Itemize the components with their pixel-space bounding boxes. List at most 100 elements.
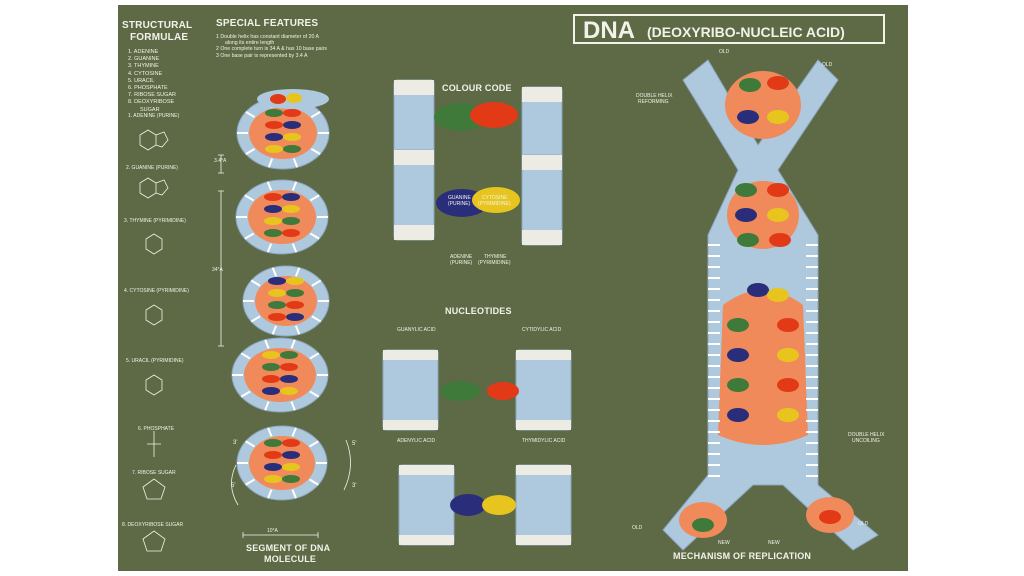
replication-top-core [725, 71, 801, 139]
helix-base-left [264, 217, 282, 225]
helix-base-left [264, 193, 282, 201]
segment-label-1: SEGMENT OF DNA [246, 543, 331, 553]
special-item: 3 One base pair is represented by 3.4 A [216, 52, 308, 59]
colour-code-models [393, 79, 563, 246]
helix-core [249, 436, 315, 490]
replication-base [727, 318, 749, 332]
structural-item: 4. CYTOSINE [128, 70, 163, 77]
replication-base [777, 348, 799, 362]
replication-mid-core [727, 181, 799, 249]
formula-label-deoxyribose: 8. DEOXYRIBOSE SUGAR [122, 522, 184, 528]
rep-new-left: NEW [718, 540, 730, 546]
helix-core [244, 348, 316, 402]
helix-tick [271, 325, 278, 335]
helix-tick [264, 339, 270, 349]
replication-base [735, 208, 757, 222]
helix-tick [294, 325, 301, 335]
rep-old-bottom-left: OLD [632, 525, 643, 531]
helix-tick [245, 478, 256, 486]
cytosine-ring [145, 304, 163, 326]
formula-label-cytosine: 4. CYTOSINE (PYRIMIDINE) [124, 288, 189, 294]
replication-base [777, 378, 799, 392]
nucleotide-block-cap [399, 465, 454, 475]
replication-base [727, 408, 749, 422]
helix-base-left [268, 301, 286, 309]
helix-tick [310, 110, 321, 118]
nucleotide-guanine [440, 381, 480, 401]
helix-base-left [265, 109, 283, 117]
helix-base-left [268, 313, 286, 321]
nucleotide-models [382, 349, 572, 546]
helix-tick [245, 148, 256, 156]
structural-heading-1: STRUCTURAL [122, 20, 193, 31]
title-full: (DEOXYRIBO-NUCLEIC ACID) [647, 24, 845, 40]
helix-base-right [282, 229, 300, 237]
helix-base-left [264, 439, 282, 447]
nucleotide-sugar-block [515, 464, 572, 546]
helix-tick [291, 243, 298, 253]
helix-tick [240, 352, 251, 360]
replication-base [767, 183, 789, 197]
structural-heading-2: FORMULAE [130, 32, 189, 43]
replication-base [767, 110, 789, 124]
helix-base-right [282, 205, 300, 213]
helix-tick [264, 401, 270, 411]
replication-base [727, 348, 749, 362]
helix-tick [240, 390, 251, 398]
rep-old-bottom-right: OLD [858, 521, 869, 527]
helix-base-right [286, 277, 304, 285]
thymine-ring [145, 233, 163, 255]
helix-base-right [286, 313, 304, 321]
colour-label-adenine: ADENINE [450, 254, 473, 260]
special-item: 2 One complete turn is 34 A & has 10 bas… [216, 46, 328, 53]
nucleotide-adenine [450, 494, 486, 516]
helix-tick [294, 267, 301, 277]
helix-tick [309, 232, 320, 240]
nucleotide-block-cap [399, 535, 454, 545]
dna-segment-model [231, 89, 330, 501]
helix-core [255, 276, 317, 326]
colour-label-thymine: THYMINE [484, 254, 507, 260]
helix-tick [244, 232, 255, 240]
replication-base [737, 110, 759, 124]
replication-fork-model [662, 59, 879, 551]
helix-tick [267, 427, 273, 437]
helix-tick [250, 315, 261, 323]
nucleotide-block-cap [516, 420, 571, 430]
nucleotide-block-cap [383, 350, 438, 360]
helix-tick [309, 390, 320, 398]
replication-base [739, 78, 761, 92]
helix-base-left [262, 387, 280, 395]
rep-old-top-right: OLD [822, 62, 833, 68]
rep-old-top-left: OLD [719, 49, 730, 55]
nucleotide-sugar-block [515, 349, 572, 431]
formula-label-thymine: 3. THYMINE (PYRIMIDINE) [124, 218, 186, 224]
helix-base-right [282, 475, 300, 483]
helix-base-left [262, 351, 280, 359]
dim-3-4-line [218, 154, 224, 174]
nucleotide-block-cap [383, 420, 438, 430]
structural-formula-drawings [139, 129, 169, 552]
special-heading: SPECIAL FEATURES [216, 18, 319, 29]
helix-base-left [264, 475, 282, 483]
helix-base-left [264, 205, 282, 213]
uracil-ring [145, 374, 163, 396]
helix-tick [244, 194, 255, 202]
rep-uncoiling-1: DOUBLE HELIX [848, 432, 885, 438]
helix-base-left [262, 375, 280, 383]
helix-base-right [283, 121, 301, 129]
helix-tick [290, 401, 296, 411]
dna-model-board: DNA (DEOXYRIBO-NUCLEIC ACID) STRUCTURAL … [118, 5, 908, 571]
helix-base-right [286, 301, 304, 309]
replication-base [747, 283, 769, 297]
nucleotides-heading: NUCLEOTIDES [445, 306, 512, 316]
adenine-ring [139, 129, 169, 151]
dim-34-label: 34°A [212, 267, 223, 273]
replication-base [767, 76, 789, 90]
end-5-right: 5' [352, 441, 357, 447]
colour-block-cap [522, 230, 562, 245]
replication-label: MECHANISM OF REPLICATION [673, 551, 812, 561]
helix-core [248, 190, 316, 244]
formula-label-ribose: 7. RIBOSE SUGAR [132, 470, 176, 476]
colour-block-cap [522, 155, 562, 170]
